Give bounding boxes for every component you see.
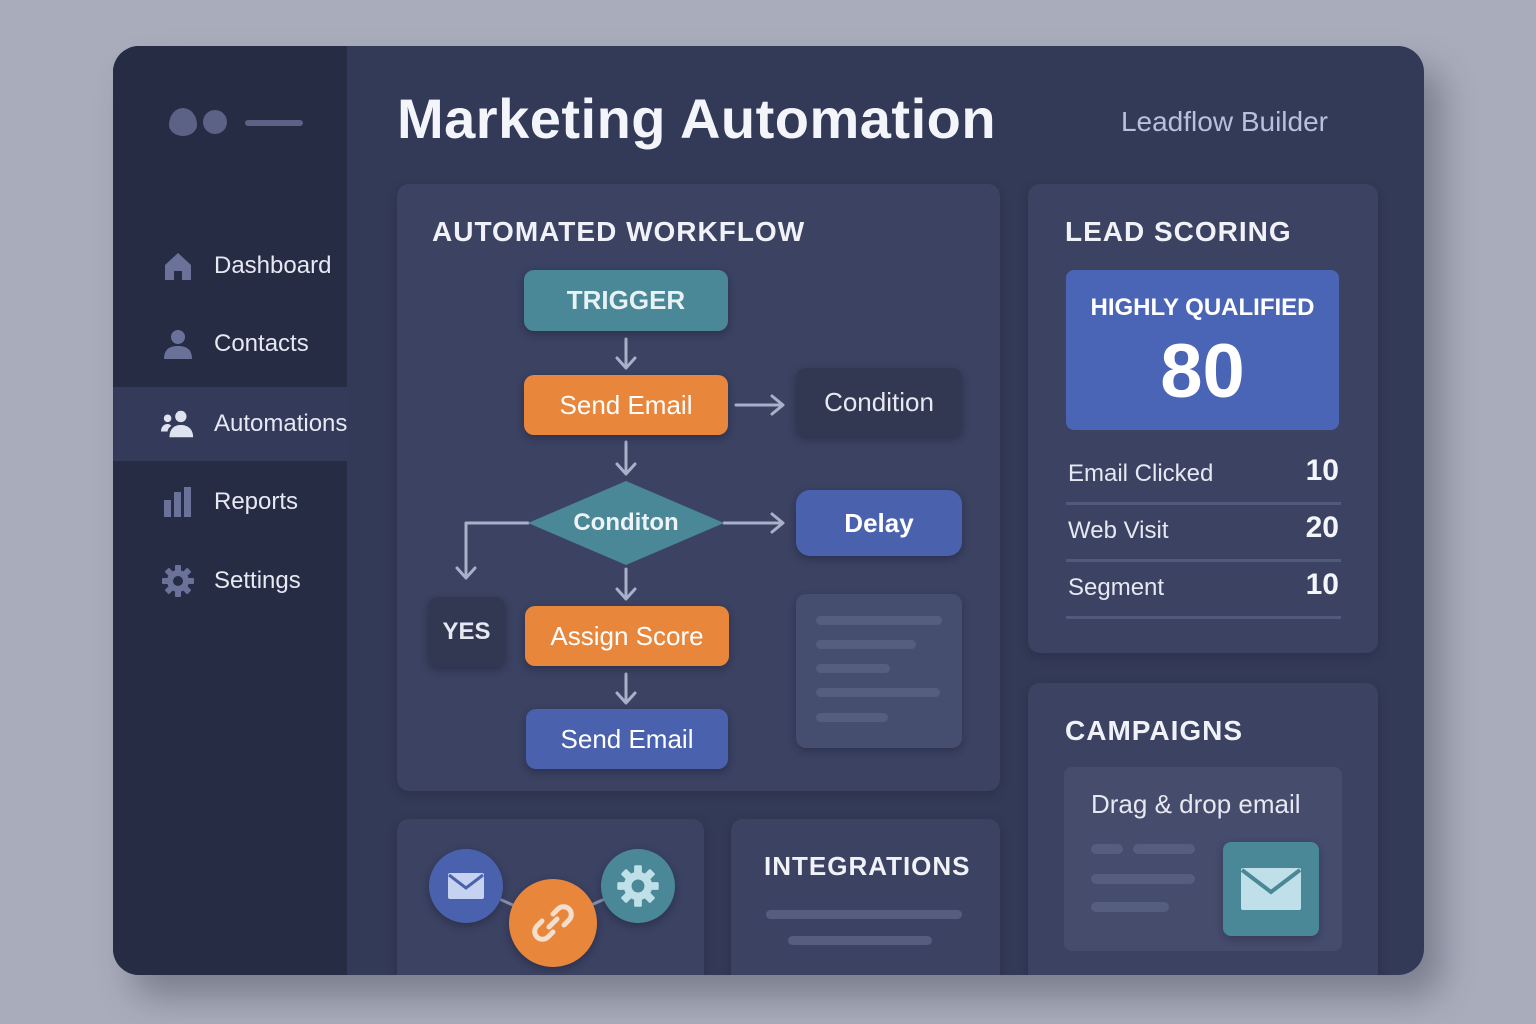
user-icon <box>161 327 195 361</box>
send-email-label: Send Email <box>559 389 693 420</box>
score-row: Web Visit 20 <box>1066 503 1341 562</box>
campaigns-title: CAMPAIGNS <box>1065 715 1244 746</box>
sidebar-item-automations[interactable]: Automations <box>113 387 347 461</box>
score-status: HIGHLY QUALIFIED <box>1090 294 1315 321</box>
workflow-connectors <box>455 337 785 705</box>
lead-scoring-panel: LEAD SCORING HIGHLY QUALIFIED 80 Email C… <box>1028 184 1378 653</box>
condition-diamond-label: Conditon <box>573 509 679 536</box>
sidebar-item-label: Automations <box>214 410 348 437</box>
placeholder-card <box>796 594 962 748</box>
email-icon <box>429 849 503 923</box>
score-row: Segment 10 <box>1066 560 1341 619</box>
condition-node[interactable]: Condition <box>796 368 962 436</box>
workflow-panel: AUTOMATED WORKFLOW TRIGGER Send Email <box>397 184 1000 791</box>
email-icon <box>1223 842 1319 936</box>
yes-label: YES <box>442 618 491 645</box>
score-row-value: 10 <box>1305 454 1339 487</box>
bar-chart-icon <box>161 485 195 519</box>
send-email-node[interactable]: Send Email <box>524 375 728 435</box>
sidebar-item-label: Settings <box>214 567 301 594</box>
app-subtitle: Leadflow Builder <box>1120 106 1328 137</box>
assign-score-node[interactable]: Assign Score <box>525 606 729 666</box>
gear-icon <box>601 849 675 923</box>
main-area: Marketing Automation Leadflow Builder AU… <box>347 46 1424 975</box>
sidebar-item-settings[interactable]: Settings <box>113 544 347 618</box>
delay-label: Delay <box>844 507 914 538</box>
drag-drop-label: Drag & drop email <box>1091 789 1301 819</box>
send-email-node-2[interactable]: Send Email <box>526 709 728 769</box>
send-email-2-label: Send Email <box>560 723 694 754</box>
campaigns-panel: CAMPAIGNS Drag & drop email <box>1028 683 1378 975</box>
integrations-panel: INTEGRATIONS <box>731 819 1000 975</box>
home-icon <box>161 249 195 283</box>
score-row-label: Email Clicked <box>1068 460 1214 487</box>
condition-label: Condition <box>824 386 934 417</box>
condition-diamond-shape <box>528 481 724 565</box>
assign-score-label: Assign Score <box>550 620 704 651</box>
delay-node[interactable]: Delay <box>796 490 962 556</box>
trigger-label: TRIGGER <box>566 285 686 315</box>
logo <box>169 104 309 138</box>
yes-node[interactable]: YES <box>428 597 505 667</box>
sidebar-item-contacts[interactable]: Contacts <box>113 307 347 381</box>
sidebar: Dashboard Contacts Automations Reports <box>113 46 347 975</box>
sidebar-item-dashboard[interactable]: Dashboard <box>113 229 347 303</box>
workflow-title: AUTOMATED WORKFLOW <box>432 216 806 247</box>
drag-drop-email-card[interactable]: Drag & drop email <box>1064 767 1342 951</box>
score-value: 80 <box>1160 329 1245 414</box>
app-window: Dashboard Contacts Automations Reports <box>113 46 1424 975</box>
score-row-label: Web Visit <box>1068 517 1169 544</box>
users-icon <box>161 407 195 441</box>
score-row: Email Clicked 10 <box>1066 446 1341 505</box>
sidebar-item-label: Dashboard <box>214 252 332 279</box>
sidebar-item-reports[interactable]: Reports <box>113 465 347 539</box>
connectors-panel <box>397 819 704 975</box>
condition-diamond-node[interactable]: Conditon <box>528 481 724 565</box>
lead-scoring-title: LEAD SCORING <box>1065 216 1292 247</box>
sidebar-item-label: Contacts <box>214 330 309 357</box>
score-row-label: Segment <box>1068 574 1165 601</box>
gear-icon <box>161 564 195 598</box>
link-icon <box>509 879 597 967</box>
score-row-value: 10 <box>1305 568 1339 601</box>
trigger-node[interactable]: TRIGGER <box>524 270 728 331</box>
score-row-value: 20 <box>1305 511 1339 544</box>
score-card: HIGHLY QUALIFIED 80 <box>1066 270 1339 430</box>
page-title: Marketing Automation <box>397 87 997 150</box>
sidebar-item-label: Reports <box>214 488 299 515</box>
integrations-title: INTEGRATIONS <box>764 851 971 881</box>
